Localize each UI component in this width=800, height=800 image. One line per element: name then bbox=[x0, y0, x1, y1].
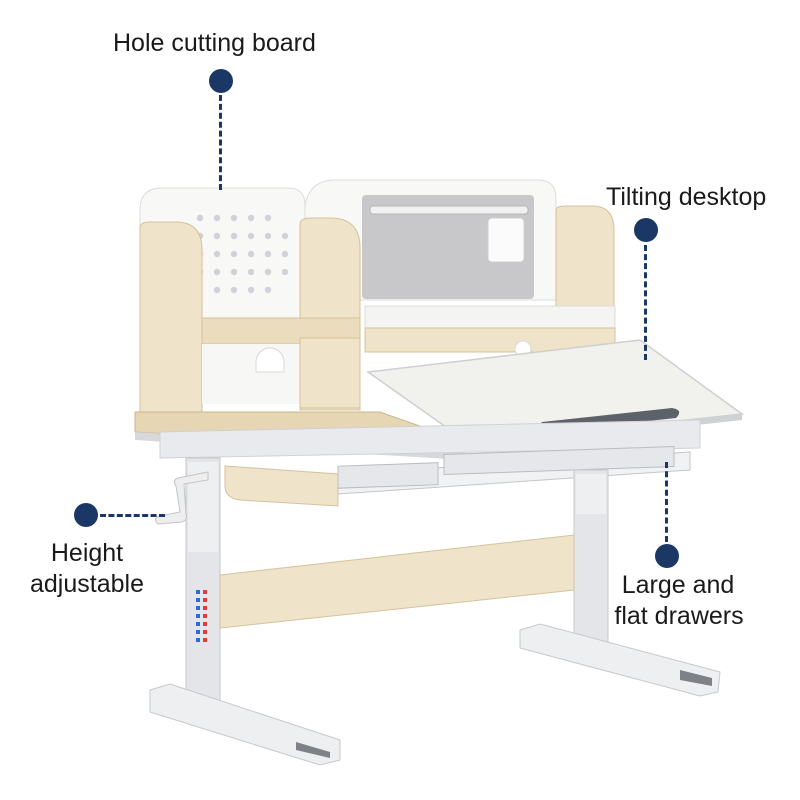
pen-holder bbox=[487, 217, 525, 263]
tilting-connector bbox=[644, 245, 647, 360]
drawer-left-wood bbox=[224, 465, 339, 507]
hole-board-marker-icon bbox=[209, 69, 233, 93]
callout-height-line1: Height bbox=[50, 539, 124, 567]
callout-drawers-line1: Large and bbox=[621, 571, 735, 599]
drawers-marker-icon bbox=[655, 544, 679, 568]
height-marker-icon bbox=[74, 503, 98, 527]
height-scale bbox=[196, 590, 207, 642]
callout-hole-cutting-board: Hole cutting board bbox=[113, 29, 316, 57]
tilting-marker-icon bbox=[634, 218, 658, 242]
height-connector bbox=[100, 514, 165, 517]
callout-tilting-desktop: Tilting desktop bbox=[606, 183, 767, 211]
book-holder-bar bbox=[369, 205, 529, 215]
left-foot bbox=[149, 683, 341, 766]
crank-handle bbox=[154, 471, 209, 525]
hole-board-connector bbox=[219, 95, 222, 190]
right-foot bbox=[519, 623, 721, 697]
crossbar bbox=[219, 534, 575, 629]
callout-drawers-line2: flat drawers bbox=[614, 602, 744, 630]
callout-height-line2: adjustable bbox=[30, 570, 144, 598]
drawers-connector bbox=[665, 462, 668, 542]
